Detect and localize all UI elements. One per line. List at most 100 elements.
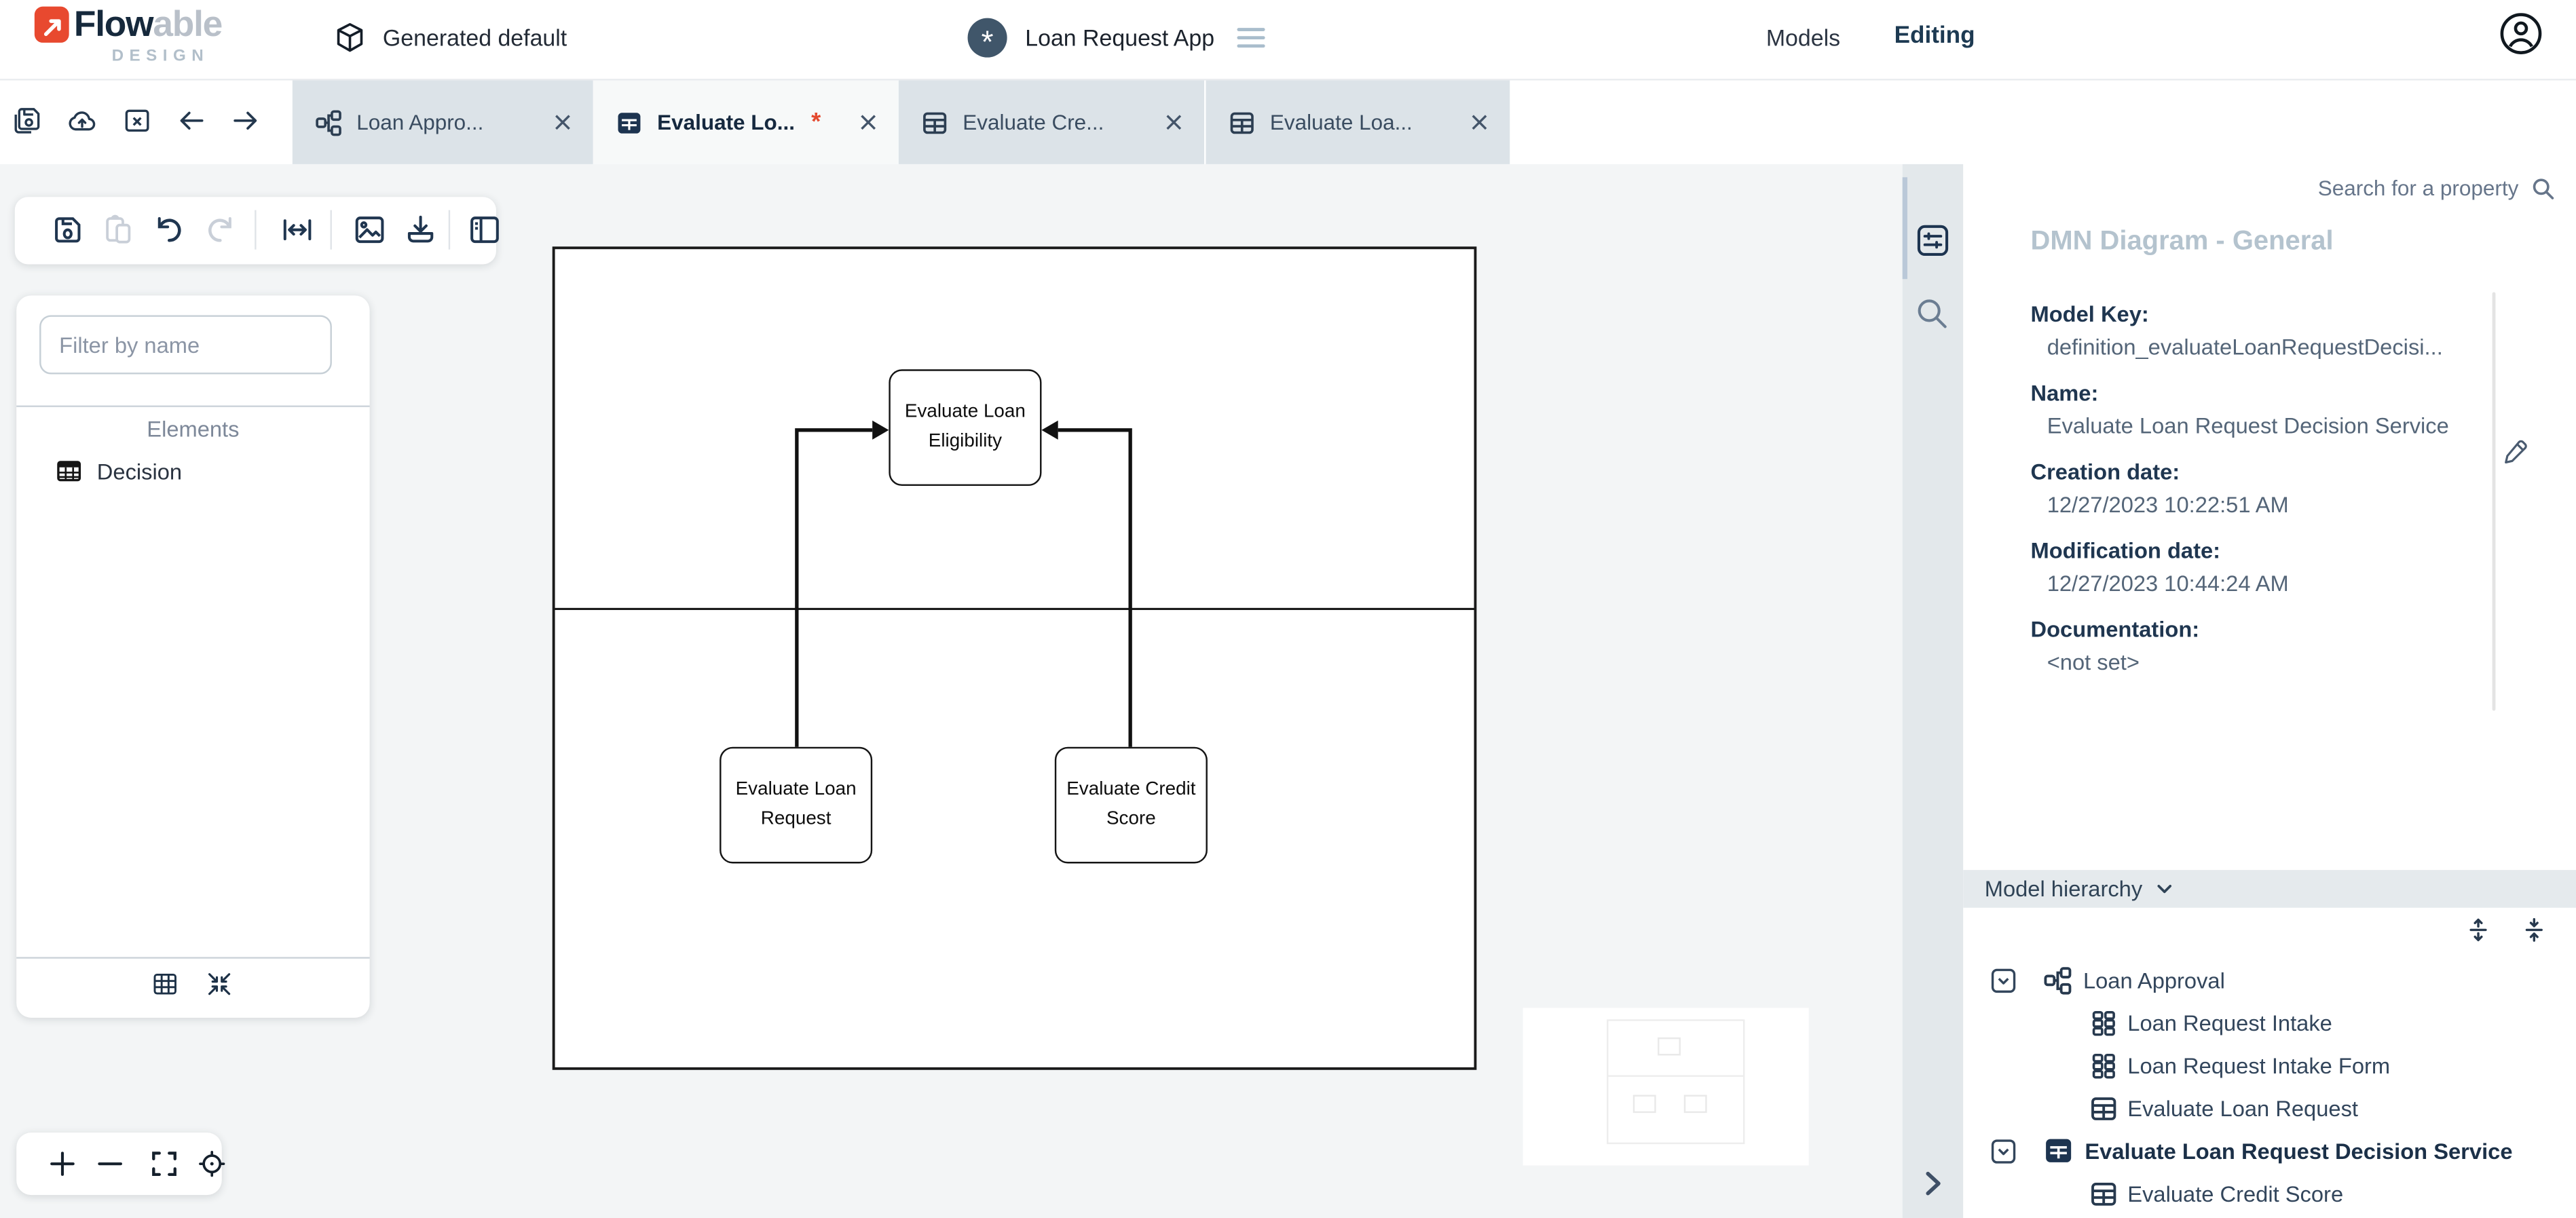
decision-node[interactable]: Evaluate Credit Score [1054,746,1208,864]
tree-item-loan-request-intake[interactable]: Loan Request Intake [1963,1002,2332,1044]
close-icon[interactable] [1470,113,1489,132]
information-requirement-edge[interactable] [1058,428,1132,747]
zoom-out-icon[interactable] [97,1151,124,1177]
tree-item-label: Evaluate Credit Score [2127,1181,2344,1206]
flowable-logo[interactable] [34,6,69,43]
field-value-name[interactable]: Evaluate Loan Request Decision Service [2047,413,2449,438]
tab-evaluate-loan-eligibility[interactable]: Evaluate Lo... * [593,80,899,164]
decision-table-icon [1230,111,1254,134]
chevron-right-icon[interactable] [1920,1168,1945,1198]
field-label: Creation date: [2030,459,2180,484]
avatar[interactable] [2499,12,2543,56]
fit-width-icon[interactable] [281,213,314,246]
decision-table-icon [923,111,947,134]
property-search-label: Search for a property [2317,175,2519,201]
close-icon[interactable] [1165,113,1183,132]
nav-models[interactable]: Models [1766,24,1841,51]
top-header: Flowable DESIGN Generated default * Loan… [0,0,2576,81]
decision-node[interactable]: Evaluate Loan Request [720,746,873,864]
minimap-node [1683,1095,1707,1114]
dmn-canvas[interactable]: Evaluate Loan Eligibility Evaluate Loan … [0,164,1903,1218]
arrow-left-icon[interactable] [177,107,205,134]
redo-icon[interactable] [204,213,236,246]
checkbox-chevron-icon[interactable] [1991,968,2016,992]
tab-loan-approval[interactable]: Loan Appro... [292,80,593,164]
minimap-node [1658,1037,1681,1056]
download-icon[interactable] [404,213,436,246]
save-all-icon[interactable] [13,107,41,134]
workspace-selector[interactable]: Generated default [382,24,567,51]
field-label: Modification date: [2030,538,2221,563]
tree-item-label: Loan Approval [2083,968,2225,993]
palette-divider [16,405,370,407]
process-icon [2044,966,2072,994]
collapse-icon[interactable] [207,972,231,996]
decision-table-icon [2091,1097,2116,1120]
field-label: Documentation: [2030,617,2200,642]
grid-view-icon[interactable] [153,972,177,996]
image-export-icon[interactable] [353,213,386,246]
cloud-upload-icon[interactable] [67,107,97,136]
tree-item-loan-approval[interactable]: Loan Approval [1963,959,2225,1002]
app-name[interactable]: Loan Request App [1025,24,1215,51]
side-icon-strip [1902,164,1964,1218]
field-value-documentation[interactable]: <not set> [2047,649,2140,675]
decision-node[interactable]: Evaluate Loan Eligibility [889,369,1042,487]
minimap-divider [1607,1075,1745,1077]
edit-pencil-icon[interactable] [2501,436,2531,466]
tab-label: Evaluate Loa... [1269,110,1413,135]
field-label: Name: [2030,381,2099,406]
zoom-in-icon[interactable] [50,1151,76,1177]
tree-item-evaluate-loan-request[interactable]: Evaluate Loan Request [1963,1086,2358,1129]
tree-item-evaluate-loan-request-decision-service[interactable]: Evaluate Loan Request Decision Service [1963,1129,2513,1172]
canvas-toolbar [14,197,499,265]
tab-bar: Loan Appro... Evaluate Lo... * Evaluate … [0,80,2576,232]
tree-item-label: Evaluate Loan Request [2127,1095,2359,1121]
panel-layout-icon[interactable] [468,213,501,246]
palette-section-title: Elements [147,417,240,442]
decision-table-icon [2091,1181,2116,1205]
property-search[interactable]: Search for a property [2318,176,2555,200]
unsaved-marker: * [811,107,821,136]
tab-evaluate-loan-request[interactable]: Evaluate Loa... [1206,80,1510,164]
copy-icon[interactable] [102,213,134,246]
tree-item-evaluate-credit-score[interactable]: Evaluate Credit Score [1963,1172,2343,1215]
fit-view-icon[interactable] [151,1151,178,1177]
palette-divider [16,957,370,959]
palette-item-decision[interactable]: Decision [56,458,182,484]
arrow-right-icon[interactable] [231,107,259,134]
brand-subtitle: DESIGN [111,47,210,66]
nav-editing[interactable]: Editing [1894,22,1975,50]
brand-light: able [153,3,223,45]
tab-evaluate-credit-score[interactable]: Evaluate Cre... [898,80,1205,164]
undo-icon[interactable] [153,213,185,246]
minimap[interactable] [1523,1008,1809,1166]
hamburger-icon[interactable] [1237,28,1265,49]
filter-input[interactable] [39,315,332,375]
checkbox-chevron-icon[interactable] [1991,1139,2016,1163]
information-requirement-edge[interactable] [795,428,873,747]
field-value-model-key[interactable]: definition_evaluateLoanRequestDecisi... [2047,335,2443,360]
close-box-icon[interactable] [124,107,151,134]
toolbar-divider [448,210,451,250]
tab-label: Evaluate Lo... [657,110,795,135]
search-icon[interactable] [1916,297,1948,330]
arrowhead [872,420,889,440]
center-target-icon[interactable] [199,1151,225,1177]
save-icon[interactable] [51,213,83,246]
close-icon[interactable] [859,113,878,132]
minimap-boundary [1607,1019,1745,1145]
asterisk-badge-icon[interactable]: * [967,18,1007,59]
fold-all-icon[interactable] [2522,917,2546,942]
model-hierarchy-header[interactable]: Model hierarchy [1963,870,2576,908]
unfold-all-icon[interactable] [2466,917,2490,942]
field-value-modification-date: 12/27/2023 10:44:24 AM [2047,571,2289,596]
close-icon[interactable] [554,113,572,132]
properties-sliders-icon[interactable] [1916,225,1947,256]
tree-item-label: Evaluate Loan Request Decision Service [2085,1138,2513,1163]
properties-scrollbar[interactable] [2492,292,2496,711]
arrowhead [1041,420,1058,440]
brand-bold: Flow [73,3,154,45]
tree-item-loan-request-intake-form[interactable]: Loan Request Intake Form [1963,1044,2390,1087]
brand-wordmark[interactable]: Flowable [73,1,223,47]
